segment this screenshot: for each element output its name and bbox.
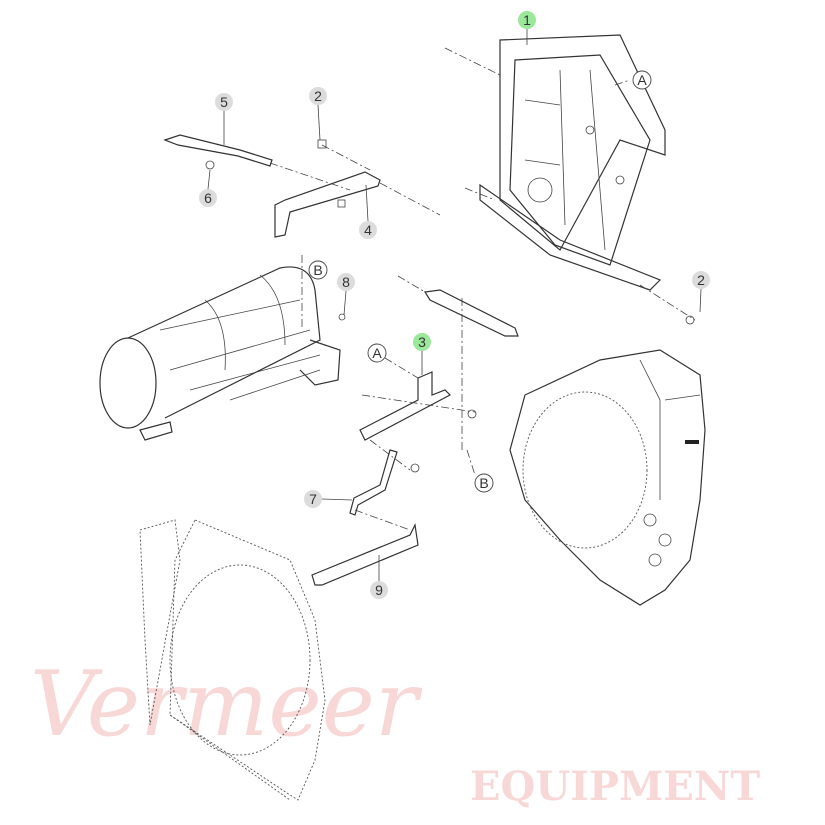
callout-1[interactable]: 1 <box>518 11 536 45</box>
brackets <box>311 275 695 586</box>
svg-text:A: A <box>637 72 647 88</box>
callout-5[interactable]: 5 <box>215 93 233 145</box>
svg-text:B: B <box>313 262 322 278</box>
svg-text:2: 2 <box>697 272 705 288</box>
svg-text:8: 8 <box>342 274 350 290</box>
reference-a-2: A <box>367 343 387 363</box>
fan-shroud <box>139 519 326 801</box>
callout-2-top[interactable]: 2 <box>309 87 327 141</box>
svg-text:A: A <box>372 345 382 361</box>
callout-4[interactable]: 4 <box>359 184 377 239</box>
svg-text:1: 1 <box>523 12 531 28</box>
reference-b-1: B <box>308 260 328 280</box>
svg-text:2: 2 <box>314 88 322 104</box>
reference-b-2: B <box>474 473 494 493</box>
svg-text:5: 5 <box>220 94 228 110</box>
transmission-housing <box>509 349 706 606</box>
callout-6[interactable]: 6 <box>199 169 217 207</box>
svg-text:6: 6 <box>204 190 212 206</box>
reference-a-1: A <box>632 70 652 90</box>
svg-text:7: 7 <box>309 491 317 507</box>
callout-7[interactable]: 7 <box>304 490 353 508</box>
watermark: Vermeer EQUIPMENT <box>30 652 760 810</box>
callout-8[interactable]: 8 <box>337 273 355 316</box>
svg-text:B: B <box>479 475 488 491</box>
callout-9[interactable]: 9 <box>370 555 388 599</box>
main-frame <box>444 34 696 321</box>
svg-text:9: 9 <box>375 582 383 598</box>
muffler <box>99 255 341 441</box>
callout-2-right[interactable]: 2 <box>692 271 710 313</box>
svg-text:4: 4 <box>364 222 372 238</box>
callout-3[interactable]: 3 <box>413 333 431 375</box>
rod-and-bracket <box>163 134 441 238</box>
svg-text:3: 3 <box>418 334 426 350</box>
watermark-sub: EQUIPMENT <box>470 763 760 810</box>
watermark-brand: Vermeer <box>30 652 423 757</box>
